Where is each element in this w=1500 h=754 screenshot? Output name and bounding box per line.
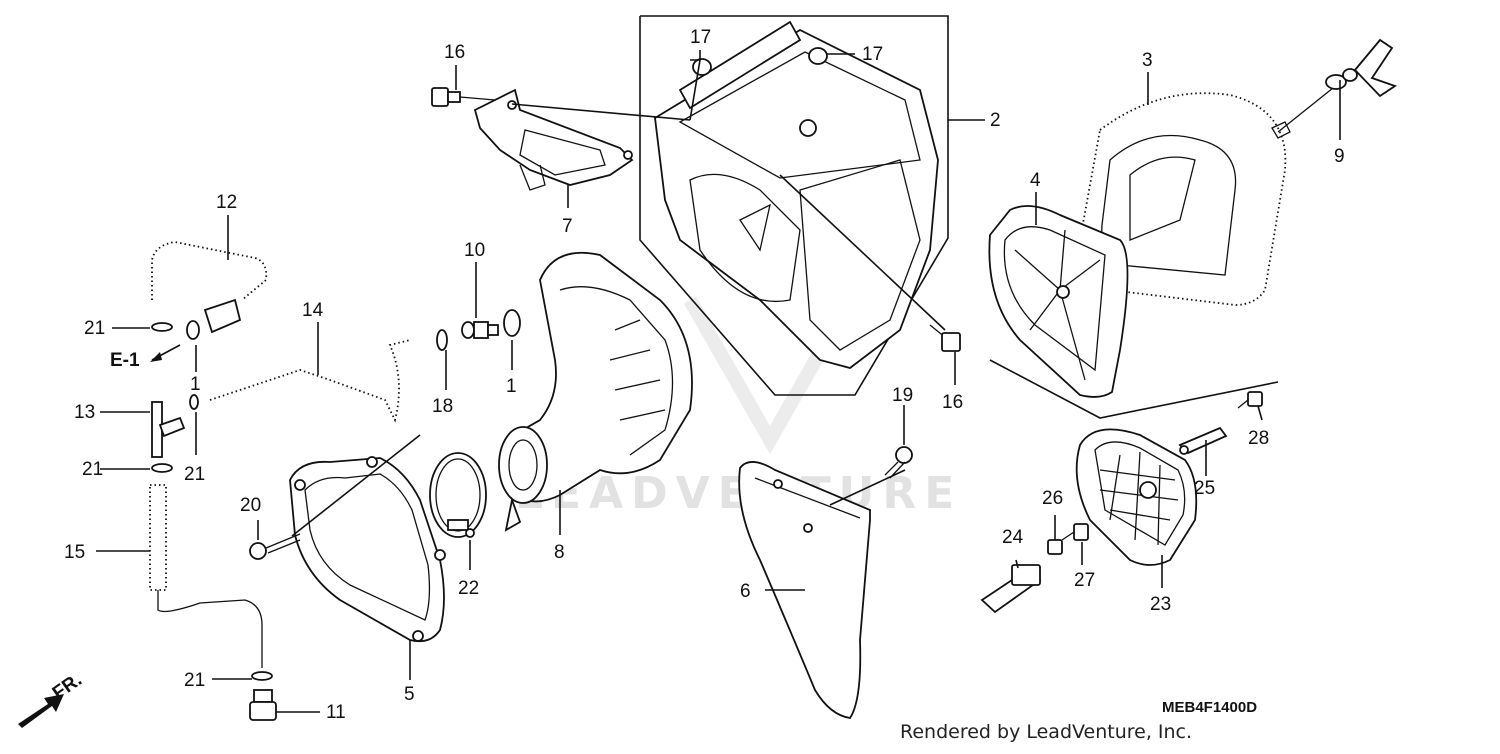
case-outline [639, 15, 949, 396]
cover-clamp [980, 523, 1089, 614]
callout-15: 15 [64, 542, 85, 563]
bolt-right [929, 324, 961, 352]
callout-4: 4 [1030, 170, 1041, 191]
callout-12: 12 [216, 192, 237, 213]
callout-17: 17 [862, 44, 883, 65]
callout-7: 7 [562, 216, 573, 237]
callout-16: 16 [444, 42, 465, 63]
leader-lines [96, 50, 1341, 713]
callout-21: 21 [82, 459, 103, 480]
callout-17: 17 [690, 27, 711, 48]
breather-hose-middle [209, 339, 411, 423]
bolt-top [431, 87, 496, 107]
callout-21: 21 [84, 318, 105, 339]
callout-9: 9 [1334, 146, 1345, 167]
callout-21: 21 [184, 464, 205, 485]
breather-hose-upper [151, 241, 268, 334]
callout-21: 21 [184, 670, 205, 691]
callout-24: 24 [1002, 527, 1024, 548]
callout-14: 14 [302, 300, 324, 321]
callouts: 16 17 17 2 3 9 4 7 12 14 10 1 18 21 1 13… [64, 27, 1345, 723]
screw [249, 533, 301, 560]
element-bolt [1271, 38, 1398, 139]
reference-e1: E-1 [110, 344, 181, 371]
drain-hose [149, 484, 263, 668]
air-cleaner-case [654, 20, 939, 369]
callout-11: 11 [326, 702, 346, 723]
callout-6: 6 [740, 581, 751, 602]
callout-8: 8 [554, 542, 565, 563]
callout-5: 5 [404, 684, 415, 705]
bracket [473, 88, 634, 191]
element-holder [988, 205, 1279, 419]
bolt-and-clips [436, 309, 521, 351]
drain-plug [249, 689, 277, 721]
reference-label: E-1 [110, 350, 140, 371]
callout-18: 18 [432, 396, 453, 417]
clamp-band [429, 452, 487, 538]
hose-clips [151, 320, 273, 681]
tapping-screw [884, 446, 913, 479]
callout-2: 2 [990, 110, 1001, 131]
callout-16: 16 [942, 392, 963, 413]
callout-1: 1 [506, 376, 517, 397]
front-direction-arrow: FR. [18, 669, 86, 728]
callout-3: 3 [1142, 50, 1153, 71]
intake-boot [498, 251, 693, 532]
cover-bracket [1178, 391, 1263, 455]
callout-28: 28 [1248, 428, 1269, 449]
callout-23: 23 [1150, 594, 1171, 615]
render-credit: Rendered by LeadVenture, Inc. [900, 721, 1192, 743]
callout-25: 25 [1194, 478, 1215, 499]
callout-26: 26 [1042, 488, 1063, 509]
callout-1: 1 [190, 374, 201, 395]
hose-joint [151, 401, 186, 458]
callout-22: 22 [458, 578, 479, 599]
callout-13: 13 [74, 402, 95, 423]
callout-20: 20 [240, 495, 261, 516]
callout-19: 19 [892, 385, 913, 406]
element-cover [1075, 428, 1198, 566]
callout-27: 27 [1074, 570, 1095, 591]
diagram-code: MEB4F1400D [1162, 699, 1257, 716]
connecting-plate [289, 456, 446, 643]
air-filter-element [1078, 92, 1287, 306]
callout-10: 10 [464, 240, 485, 261]
